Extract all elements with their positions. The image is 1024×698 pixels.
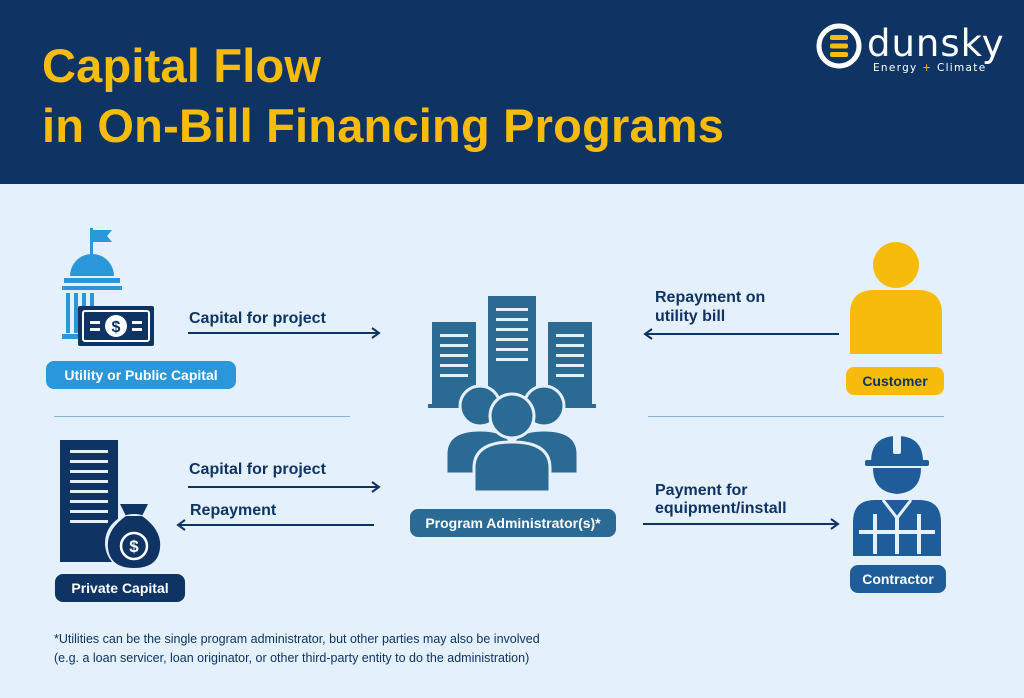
customer-label: Customer [846,367,944,395]
program-administrator-label: Program Administrator(s)* [410,509,616,537]
office-tower-money-bag-icon: $ [60,440,163,572]
svg-text:$: $ [129,537,139,556]
buildings-people-group-icon [428,296,596,494]
utility-public-capital-label: Utility or Public Capital [46,361,236,389]
flow-label-private-to-admin: Capital for project [189,461,326,478]
dunsky-logo: dunsky Energy + Climate [815,22,1004,78]
arrow-left-admin-to-private [176,519,374,531]
contractor-label: Contractor [850,565,946,593]
logo-tagline: Energy + Climate [873,62,987,74]
arrow-right-utility-to-admin [188,327,381,339]
left-divider [54,416,350,417]
arrow-right-private-to-admin [188,481,381,493]
flow-label-customer-to-admin-line2: utility bill [655,308,726,325]
footnote-line1: *Utilities can be the single program adm… [54,632,540,646]
arrow-left-customer-to-admin [643,328,839,340]
flow-label-customer-to-admin-line1: Repayment on [655,289,766,306]
footnote-line2: (e.g. a loan servicer, loan originator, … [54,651,530,665]
person-icon [850,242,942,354]
government-building-money-icon: $ [62,228,154,346]
logo-wordmark: dunsky [867,22,1005,65]
construction-worker-icon [853,434,941,556]
page-title-line1: Capital Flow [42,39,322,92]
arrow-right-admin-to-contractor [643,518,840,530]
right-divider [648,416,944,417]
private-capital-label: Private Capital [55,574,185,602]
header-banner: Capital Flow in On-Bill Financing Progra… [0,0,1024,184]
flow-label-admin-to-private: Repayment [190,502,277,519]
page-title-line2: in On-Bill Financing Programs [42,99,725,152]
flow-label-utility-to-admin: Capital for project [189,310,326,327]
flow-label-admin-to-contractor-line1: Payment for [655,482,748,499]
svg-text:$: $ [112,319,121,336]
dunsky-logo-icon [816,23,862,69]
footnote: *Utilities can be the single program adm… [54,630,540,668]
flow-label-admin-to-contractor-line2: equipment/install [655,500,787,517]
